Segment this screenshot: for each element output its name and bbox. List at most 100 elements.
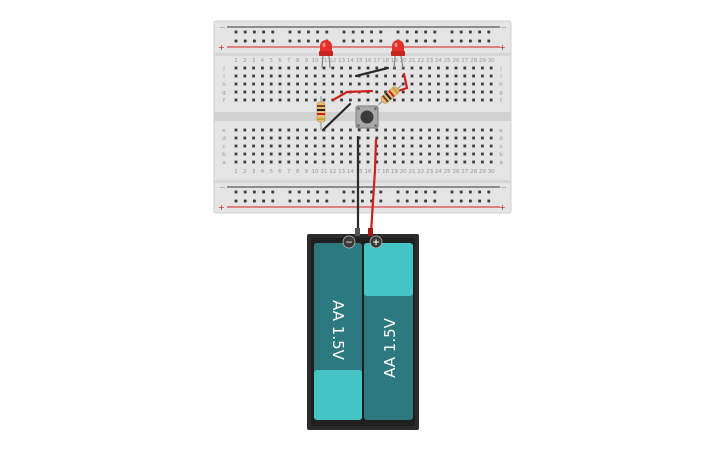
breadboard-hole[interactable] [454, 98, 458, 102]
breadboard-hole[interactable] [437, 144, 440, 148]
breadboard-hole[interactable] [375, 66, 379, 70]
breadboard-hole[interactable] [252, 160, 255, 164]
breadboard-hole[interactable] [278, 82, 282, 86]
breadboard-hole[interactable] [243, 199, 247, 203]
breadboard-hole[interactable] [322, 152, 326, 156]
breadboard-hole[interactable] [307, 199, 310, 203]
breadboard-hole[interactable] [313, 98, 317, 102]
breadboard-hole[interactable] [366, 152, 370, 156]
breadboard-hole[interactable] [351, 30, 355, 34]
breadboard-hole[interactable] [375, 136, 379, 140]
breadboard-hole[interactable] [287, 90, 291, 94]
breadboard-hole[interactable] [288, 30, 292, 34]
breadboard-hole[interactable] [357, 136, 361, 140]
breadboard-hole[interactable] [437, 152, 440, 156]
breadboard-hole[interactable] [472, 136, 475, 140]
breadboard-hole[interactable] [370, 190, 373, 194]
breadboard-hole[interactable] [469, 199, 472, 203]
breadboard-hole[interactable] [424, 30, 427, 34]
breadboard-hole[interactable] [305, 152, 308, 156]
breadboard-hole[interactable] [252, 74, 255, 78]
breadboard-hole[interactable] [234, 128, 238, 132]
breadboard-hole[interactable] [463, 136, 467, 140]
breadboard-hole[interactable] [445, 128, 449, 132]
breadboard-hole[interactable] [366, 136, 370, 140]
breadboard-hole[interactable] [401, 66, 405, 70]
breadboard-hole[interactable] [445, 136, 449, 140]
breadboard-hole[interactable] [349, 74, 352, 78]
breadboard-hole[interactable] [472, 82, 475, 86]
breadboard-hole[interactable] [450, 199, 454, 203]
breadboard-hole[interactable] [316, 30, 319, 34]
breadboard-hole[interactable] [463, 144, 467, 148]
breadboard-hole[interactable] [472, 98, 475, 102]
breadboard-hole[interactable] [296, 66, 299, 70]
breadboard-hole[interactable] [379, 39, 383, 43]
breadboard-hole[interactable] [433, 190, 437, 194]
breadboard-hole[interactable] [454, 136, 458, 140]
breadboard-hole[interactable] [357, 152, 361, 156]
breadboard-hole[interactable] [366, 74, 370, 78]
breadboard-hole[interactable] [419, 90, 423, 94]
breadboard-hole[interactable] [428, 90, 431, 94]
breadboard-hole[interactable] [445, 66, 449, 70]
breadboard-hole[interactable] [313, 74, 317, 78]
breadboard-hole[interactable] [463, 90, 467, 94]
breadboard-hole[interactable] [234, 98, 238, 102]
breadboard-hole[interactable] [234, 30, 238, 34]
breadboard-hole[interactable] [396, 199, 400, 203]
breadboard-hole[interactable] [253, 39, 256, 43]
breadboard-hole[interactable] [261, 152, 264, 156]
breadboard-hole[interactable] [481, 144, 484, 148]
breadboard-hole[interactable] [405, 190, 409, 194]
breadboard-hole[interactable] [419, 128, 423, 132]
breadboard-hole[interactable] [415, 30, 418, 34]
breadboard-hole[interactable] [463, 82, 467, 86]
breadboard-hole[interactable] [472, 128, 475, 132]
breadboard-hole[interactable] [481, 98, 484, 102]
breadboard-hole[interactable] [262, 199, 265, 203]
breadboard-hole[interactable] [331, 136, 335, 140]
breadboard-hole[interactable] [445, 74, 449, 78]
breadboard-hole[interactable] [287, 136, 291, 140]
breadboard-hole[interactable] [384, 160, 387, 164]
breadboard-hole[interactable] [313, 144, 317, 148]
breadboard-hole[interactable] [287, 66, 291, 70]
breadboard-hole[interactable] [445, 160, 449, 164]
breadboard-hole[interactable] [316, 190, 319, 194]
breadboard-hole[interactable] [340, 136, 343, 140]
breadboard-hole[interactable] [287, 152, 291, 156]
breadboard-hole[interactable] [316, 199, 319, 203]
breadboard-hole[interactable] [437, 136, 440, 140]
breadboard-hole[interactable] [296, 90, 299, 94]
breadboard-hole[interactable] [459, 39, 463, 43]
breadboard-hole[interactable] [437, 82, 440, 86]
breadboard-hole[interactable] [487, 199, 491, 203]
breadboard-hole[interactable] [393, 136, 396, 140]
breadboard-hole[interactable] [322, 66, 326, 70]
breadboard-hole[interactable] [437, 128, 440, 132]
breadboard-hole[interactable] [234, 82, 238, 86]
breadboard-hole[interactable] [234, 152, 238, 156]
breadboard-hole[interactable] [331, 152, 335, 156]
breadboard-hole[interactable] [459, 190, 463, 194]
breadboard-hole[interactable] [366, 98, 370, 102]
breadboard-hole[interactable] [410, 160, 414, 164]
breadboard-hole[interactable] [331, 90, 335, 94]
breadboard-hole[interactable] [234, 90, 238, 94]
breadboard-hole[interactable] [271, 190, 275, 194]
breadboard-hole[interactable] [489, 98, 493, 102]
breadboard-hole[interactable] [342, 199, 346, 203]
breadboard-hole[interactable] [463, 74, 467, 78]
breadboard-hole[interactable] [261, 160, 264, 164]
breadboard-hole[interactable] [419, 66, 423, 70]
breadboard-hole[interactable] [288, 190, 292, 194]
breadboard-hole[interactable] [261, 74, 264, 78]
breadboard-hole[interactable] [305, 66, 308, 70]
breadboard-hole[interactable] [252, 66, 255, 70]
breadboard-hole[interactable] [296, 144, 299, 148]
breadboard-hole[interactable] [428, 152, 431, 156]
breadboard-hole[interactable] [410, 152, 414, 156]
breadboard-hole[interactable] [419, 136, 423, 140]
breadboard-hole[interactable] [419, 74, 423, 78]
